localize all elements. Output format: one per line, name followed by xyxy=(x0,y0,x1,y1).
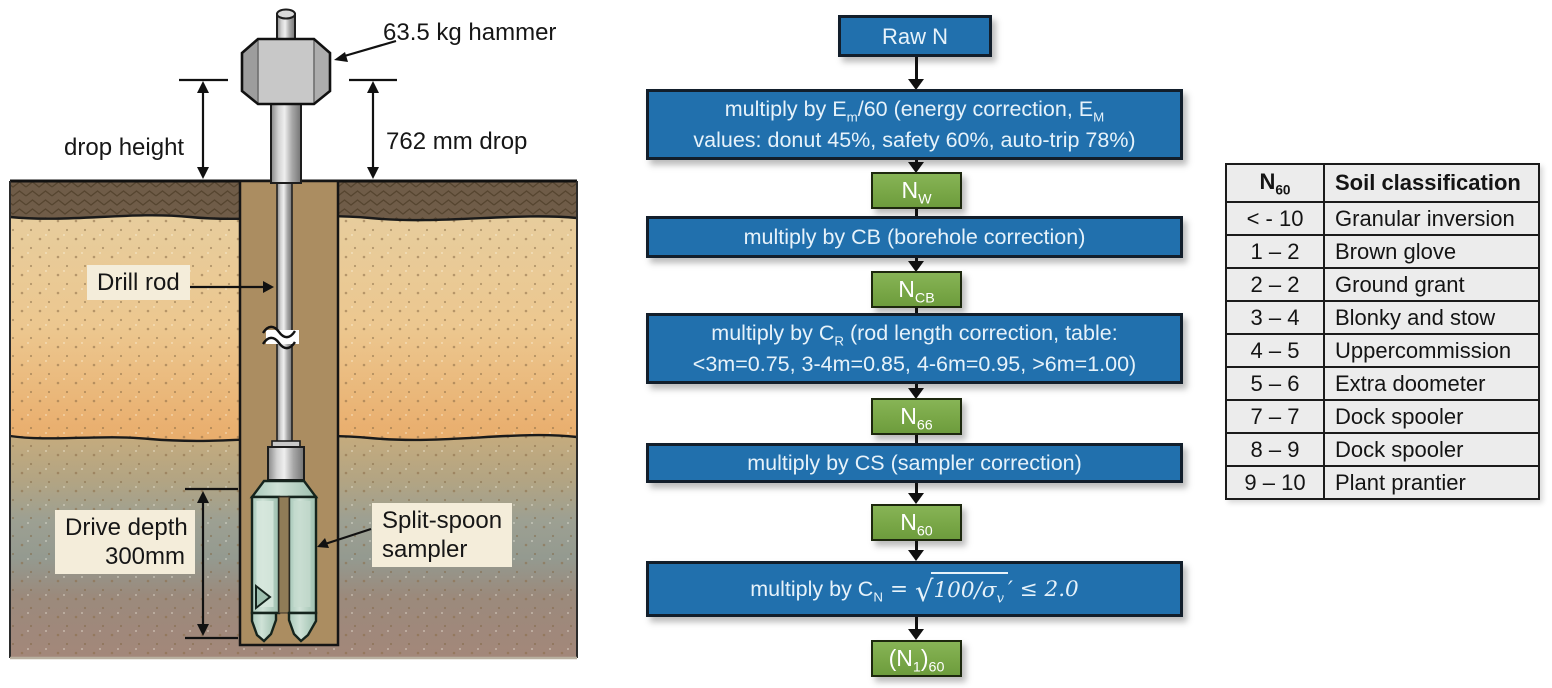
soil-class-cell: Blonky and stow xyxy=(1323,300,1540,335)
drive-depth-dimension xyxy=(185,487,238,640)
equals-sign: = xyxy=(889,576,908,602)
cn-prefix: multiply by CN xyxy=(750,576,883,604)
n60-header-cell: N60 xyxy=(1225,163,1325,203)
cn-limit: ′ ≤ 2.0 xyxy=(1007,576,1079,602)
flow-connector xyxy=(915,384,918,389)
soil-class-cell: Dock spooler xyxy=(1323,399,1540,434)
drop-height-label: drop height xyxy=(64,134,185,161)
flow-node-nw: NW xyxy=(871,172,962,209)
hammer-lift-rod xyxy=(276,8,296,41)
flow-connector xyxy=(915,258,918,263)
drive-depth-line2: 300mm xyxy=(104,543,185,570)
soil-class-cell: Uppercommission xyxy=(1323,333,1540,368)
flow-node-n60: N60 xyxy=(871,504,962,541)
flow-step-overburden-correction: multiply by CN=√100/σv′ ≤ 2.0 xyxy=(646,561,1183,617)
n60-range-cell: 5 – 6 xyxy=(1225,366,1325,401)
hammer-leader-arrow xyxy=(334,39,397,62)
split-spoon-sampler xyxy=(249,479,319,643)
n60-range-cell: < - 10 xyxy=(1225,201,1325,236)
ncb-label: NCB xyxy=(898,276,935,307)
cs-label: multiply by CS (sampler correction) xyxy=(747,450,1082,475)
soil-classification-table: N60 Soil classification < - 10 Granular … xyxy=(1225,163,1540,500)
flow-step-sampler-correction: multiply by CS (sampler correction) xyxy=(646,443,1183,483)
table-row: 7 – 7 Dock spooler xyxy=(1225,399,1540,434)
table-row: 8 – 9 Dock spooler xyxy=(1225,432,1540,467)
rod-break-marks xyxy=(261,325,299,350)
flow-connector xyxy=(915,57,918,80)
table-row: 2 – 2 Ground grant xyxy=(1225,267,1540,302)
drive-depth-label: Drive depth 300mm xyxy=(55,510,195,574)
n66-label: N66 xyxy=(900,403,933,434)
flow-connector xyxy=(915,617,918,631)
flow-connector xyxy=(915,435,918,443)
drill-rod-label: Drill rod xyxy=(87,265,190,300)
sqrt-expression: 100/σv xyxy=(931,572,1008,606)
drill-rod xyxy=(261,180,299,483)
n60-range-cell: 8 – 9 xyxy=(1225,432,1325,467)
soil-class-header-cell: Soil classification xyxy=(1323,163,1540,203)
table-row: 5 – 6 Extra doometer xyxy=(1225,366,1540,401)
n60-range-cell: 1 – 2 xyxy=(1225,234,1325,269)
hammer-weight-label: 63.5 kg hammer xyxy=(383,19,557,46)
split-spoon-line1: Split-spoon xyxy=(382,507,503,534)
arrow-down-icon xyxy=(908,162,924,173)
drop-distance-dimension xyxy=(349,78,397,179)
soil-class-cell: Dock spooler xyxy=(1323,432,1540,467)
n60-range-cell: 2 – 2 xyxy=(1225,267,1325,302)
drop-distance-label: 762 mm drop xyxy=(386,128,528,155)
arrow-down-icon xyxy=(908,493,924,504)
drive-depth-line1: Drive depth xyxy=(65,514,188,541)
sampler-leader-arrow xyxy=(317,527,372,548)
flow-step-rod-length-correction: multiply by CR (rod length correction, t… xyxy=(646,313,1183,384)
nw-label: NW xyxy=(901,177,932,208)
table-row: 1 – 2 Brown glove xyxy=(1225,234,1540,269)
soil-class-cell: Brown glove xyxy=(1323,234,1540,269)
flow-connector xyxy=(915,308,918,313)
table-row: 3 – 4 Blonky and stow xyxy=(1225,300,1540,335)
arrow-down-icon xyxy=(908,388,924,399)
arrow-down-icon xyxy=(908,261,924,272)
table-row: 4 – 5 Uppercommission xyxy=(1225,333,1540,368)
table-row: 9 – 10 Plant prantier xyxy=(1225,465,1540,500)
energy-line1: multiply by Em/60 (energy correction, EM xyxy=(724,96,1105,124)
soil-class-cell: Granular inversion xyxy=(1323,201,1540,236)
drill-rod-leader-arrow xyxy=(186,281,274,293)
raw-n-label: Raw N xyxy=(881,23,948,49)
soil-class-cell: Extra doometer xyxy=(1323,366,1540,401)
n60-range-cell: 4 – 5 xyxy=(1225,333,1325,368)
flow-connector xyxy=(915,209,918,216)
split-spoon-label: Split-spoon sampler xyxy=(372,503,513,567)
cr-line1: multiply by CR (rod length correction, t… xyxy=(711,320,1118,348)
soil-class-cell: Ground grant xyxy=(1323,267,1540,302)
flow-step-energy-correction: multiply by Em/60 (energy correction, EM… xyxy=(646,89,1183,160)
n1-60-label: (N1)60 xyxy=(888,645,945,676)
cr-line2: <3m=0.75, 3-4m=0.85, 4-6m=0.95, >6m=1.00… xyxy=(692,351,1137,376)
arrow-down-icon xyxy=(908,79,924,90)
flow-connector xyxy=(915,483,918,495)
cb-label: multiply by CB (borehole correction) xyxy=(743,224,1086,249)
flow-node-raw-n: Raw N xyxy=(838,15,992,57)
split-spoon-line2: sampler xyxy=(382,536,468,563)
table-row: < - 10 Granular inversion xyxy=(1225,201,1540,236)
n60-label: N60 xyxy=(900,509,933,540)
arrow-down-icon xyxy=(908,550,924,561)
flow-connector xyxy=(915,541,918,553)
flow-node-n66: N66 xyxy=(871,398,962,435)
n60-range-cell: 7 – 7 xyxy=(1225,399,1325,434)
energy-line2: values: donut 45%, safety 60%, auto-trip… xyxy=(693,127,1136,152)
arrow-down-icon xyxy=(908,629,924,640)
flow-node-ncb: NCB xyxy=(871,271,962,308)
hammer xyxy=(240,37,332,106)
table-header-row: N60 Soil classification xyxy=(1225,163,1540,203)
n60-range-cell: 3 – 4 xyxy=(1225,300,1325,335)
n60-range-cell: 9 – 10 xyxy=(1225,465,1325,500)
soil-class-cell: Plant prantier xyxy=(1323,465,1540,500)
flow-step-borehole-correction: multiply by CB (borehole correction) xyxy=(646,216,1183,258)
drop-height-dimension xyxy=(179,78,228,179)
sampler-coupling xyxy=(267,440,305,481)
flow-node-n1-60: (N1)60 xyxy=(871,640,962,677)
anvil-rod xyxy=(270,103,302,184)
